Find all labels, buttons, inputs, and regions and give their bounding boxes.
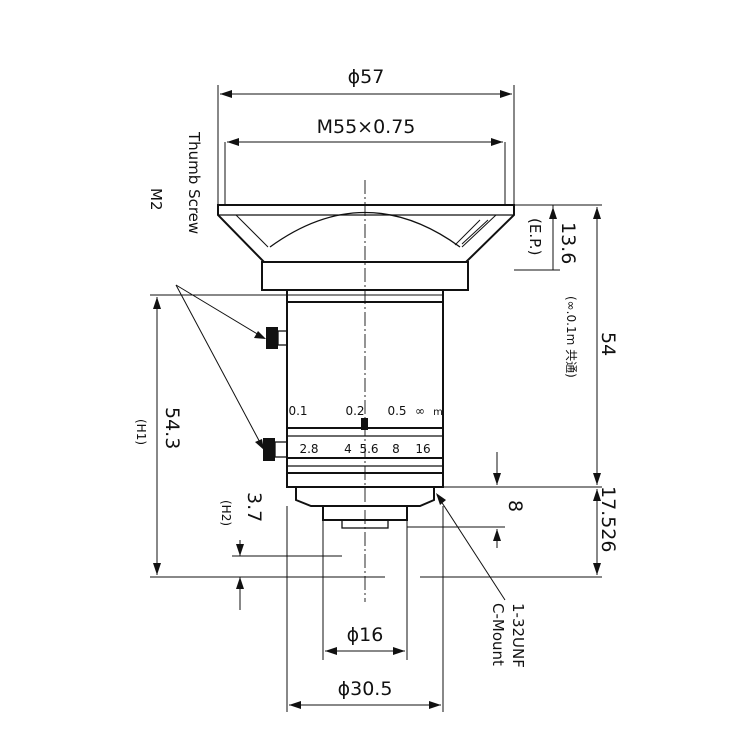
- focus-0.1: 0.1: [288, 404, 307, 418]
- index-mark: [361, 418, 368, 430]
- dim-mount-len: [407, 452, 505, 548]
- lens-body: [217, 204, 515, 529]
- aperture-5.6: 5.6: [359, 442, 378, 456]
- label-note: (∞.0.1m 共通): [564, 296, 578, 378]
- dim-phi305: [286, 506, 444, 712]
- thumb-screw-upper: [266, 327, 288, 349]
- thumb-screw-lower: [263, 438, 288, 461]
- label-unf: 1-32UNF: [509, 603, 527, 668]
- focus-unit: m: [433, 407, 443, 418]
- leader-c-mount: [436, 493, 506, 601]
- aperture-4: 4: [344, 442, 352, 456]
- label-thread: M55×0.75: [317, 116, 416, 138]
- dim-thread: [224, 138, 506, 205]
- focus-0.5: 0.5: [387, 404, 406, 418]
- dim-phi57: [217, 85, 515, 205]
- dim-phi16: [322, 520, 408, 660]
- label-h1: (H1): [134, 419, 148, 445]
- focus-infinity: ∞: [415, 404, 425, 418]
- label-thumb-screw: Thumb Screw: [185, 131, 203, 234]
- mount-collar: [295, 486, 435, 507]
- label-flange: 17.526: [597, 486, 619, 552]
- label-h2: (H2): [219, 500, 233, 526]
- label-ep-value: 13.6: [557, 222, 579, 264]
- label-h2-value: 3.7: [243, 492, 265, 522]
- label-phi57: ϕ57: [348, 66, 385, 88]
- label-h1-value: 54.3: [161, 407, 183, 449]
- dim-ep: [514, 205, 560, 271]
- aperture-2.8: 2.8: [299, 442, 318, 456]
- label-ep: (E.P.): [526, 218, 544, 255]
- dim-flange: [593, 489, 601, 575]
- label-mount-len: 8: [504, 500, 526, 512]
- dim-total: [593, 207, 601, 485]
- aperture-16: 16: [415, 442, 430, 456]
- label-m2: M2: [147, 188, 165, 211]
- leader-thumb-screw: [175, 284, 266, 450]
- label-total: 54: [597, 332, 619, 356]
- label-phi305: ϕ30.5: [338, 678, 393, 700]
- dim-h1: [150, 294, 345, 578]
- label-cmount: C-Mount: [489, 603, 507, 666]
- label-phi16: ϕ16: [347, 624, 384, 646]
- focus-0.2: 0.2: [345, 404, 364, 418]
- front-barrel: [217, 204, 515, 263]
- aperture-8: 8: [392, 442, 400, 456]
